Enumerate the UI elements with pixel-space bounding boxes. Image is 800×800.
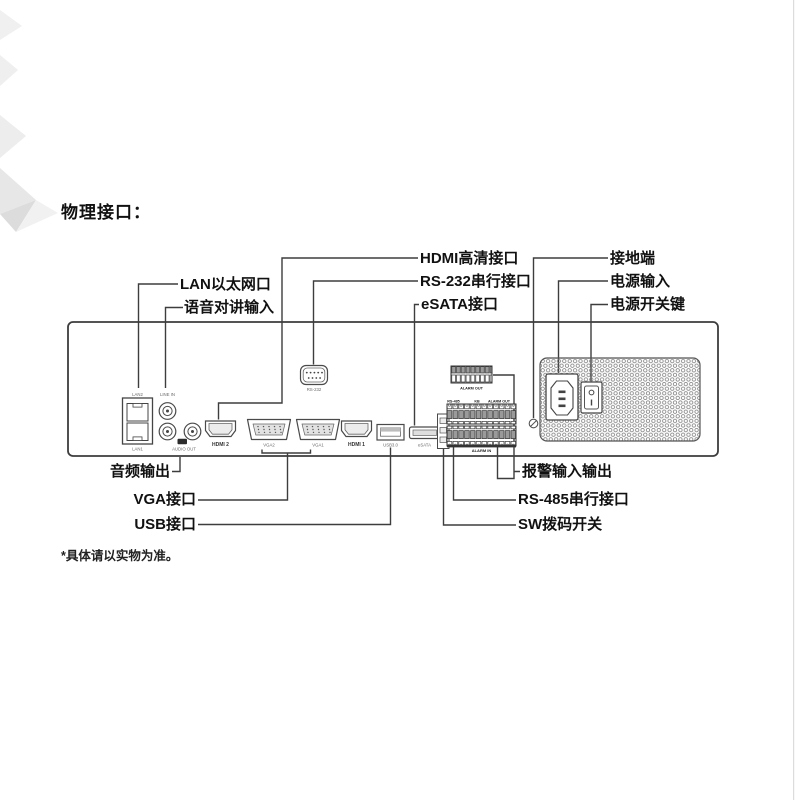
audio-out-jack-2 <box>183 422 202 441</box>
silkscreen-labels: LAN2 LINE IN LAN1 AUDIO OUT RS-232 HDMI … <box>132 387 511 454</box>
alarm-row2-block <box>446 425 517 447</box>
power-in-callout-line <box>557 280 608 373</box>
audio-out-callout-line <box>172 457 181 473</box>
alarm-out-top-block <box>450 365 493 384</box>
audio-out-silkscreen: AUDIO OUT <box>172 447 196 452</box>
line-in-jack <box>158 402 177 420</box>
power-switch-callout-line <box>590 303 608 381</box>
lan-callout-line <box>137 283 178 388</box>
background-watermark <box>0 10 58 232</box>
callout-rs232: RS-232串行接口 <box>420 273 531 290</box>
line-in-silkscreen: LINE IN <box>160 392 175 397</box>
usb3-port <box>376 423 405 441</box>
alarm-block-base <box>447 444 516 448</box>
audio-out-icon <box>177 438 187 445</box>
vga2-silkscreen: VGA2 <box>263 443 275 448</box>
rs232-silkscreen: RS-232 <box>307 387 322 392</box>
alarm-in-silkscreen: ALARM IN <box>472 448 492 453</box>
esata-silkscreen: eSATA <box>418 443 431 448</box>
callout-audio-out: 音频输出 <box>109 463 170 480</box>
callout-power-switch: 电源开关键 <box>610 296 686 313</box>
lan-rj45-ports <box>121 397 154 445</box>
power-rocker-switch <box>580 381 603 414</box>
callout-audio-in: 语音对讲输入 <box>184 299 275 316</box>
alarm-out-silkscreen: ALARM OUT <box>488 399 511 403</box>
esata-callout-line <box>413 303 419 426</box>
vga1-silkscreen: VGA1 <box>312 443 324 448</box>
callout-lan: LAN以太网口 <box>180 276 271 293</box>
ac-power-inlet <box>545 373 579 421</box>
rs485-callout-line <box>452 447 516 501</box>
page-title: 物理接口： <box>61 203 151 222</box>
audio-in-callout-line <box>164 306 183 388</box>
ground-screw <box>528 418 539 429</box>
callout-dip: SW拨码开关 <box>518 516 603 533</box>
footnote: *具体请以实物为准。 <box>61 549 179 563</box>
rs232-db9-port <box>299 364 329 386</box>
callout-vga: VGA接口 <box>133 491 196 508</box>
vga-callout-line <box>198 449 312 501</box>
alarm-callout-line <box>493 374 520 480</box>
usb3-silkscreen: USB3.0 <box>383 443 398 448</box>
hdmi1-port <box>340 420 373 438</box>
dip-callout-line <box>442 449 516 526</box>
ground-callout-line <box>532 257 608 418</box>
rs232-callout-line <box>312 280 418 365</box>
callout-alarm: 报警输入输出 <box>522 463 613 480</box>
callout-lines <box>137 257 608 526</box>
hdmi1-silkscreen: HDMI 1 <box>348 442 365 448</box>
lan1-silkscreen: LAN1 <box>132 447 143 452</box>
callout-power-in: 电源输入 <box>610 273 671 290</box>
audio-out-jack-1 <box>158 422 177 441</box>
power-section <box>528 357 701 442</box>
page-edge-line <box>793 0 795 800</box>
callout-rs485: RS-485串行接口 <box>518 491 629 508</box>
alarm-row1-block <box>446 403 517 425</box>
hdmi2-silkscreen: HDMI 2 <box>212 442 229 448</box>
lan2-silkscreen: LAN2 <box>132 392 143 397</box>
vga2-port <box>246 418 292 441</box>
callout-usb: USB接口 <box>134 516 196 533</box>
callout-hdmi: HDMI高清接口 <box>420 250 519 267</box>
fan-grille <box>539 357 701 442</box>
rs485-silkscreen: RS-485 <box>447 399 460 403</box>
vga1-port <box>295 418 341 441</box>
usb-callout-line <box>198 447 392 526</box>
hdmi2-port <box>204 420 237 438</box>
alarm-terminal-blocks <box>446 365 517 448</box>
esata-port <box>408 426 441 440</box>
callout-esata: eSATA接口 <box>421 296 498 313</box>
callout-ground: 接地端 <box>610 250 656 267</box>
hdmi-callout-line <box>217 257 418 420</box>
kb-silkscreen: KB <box>474 399 480 403</box>
rca-jacks <box>158 402 202 445</box>
alarm-out-top-silkscreen: ALARM OUT <box>460 387 483 391</box>
